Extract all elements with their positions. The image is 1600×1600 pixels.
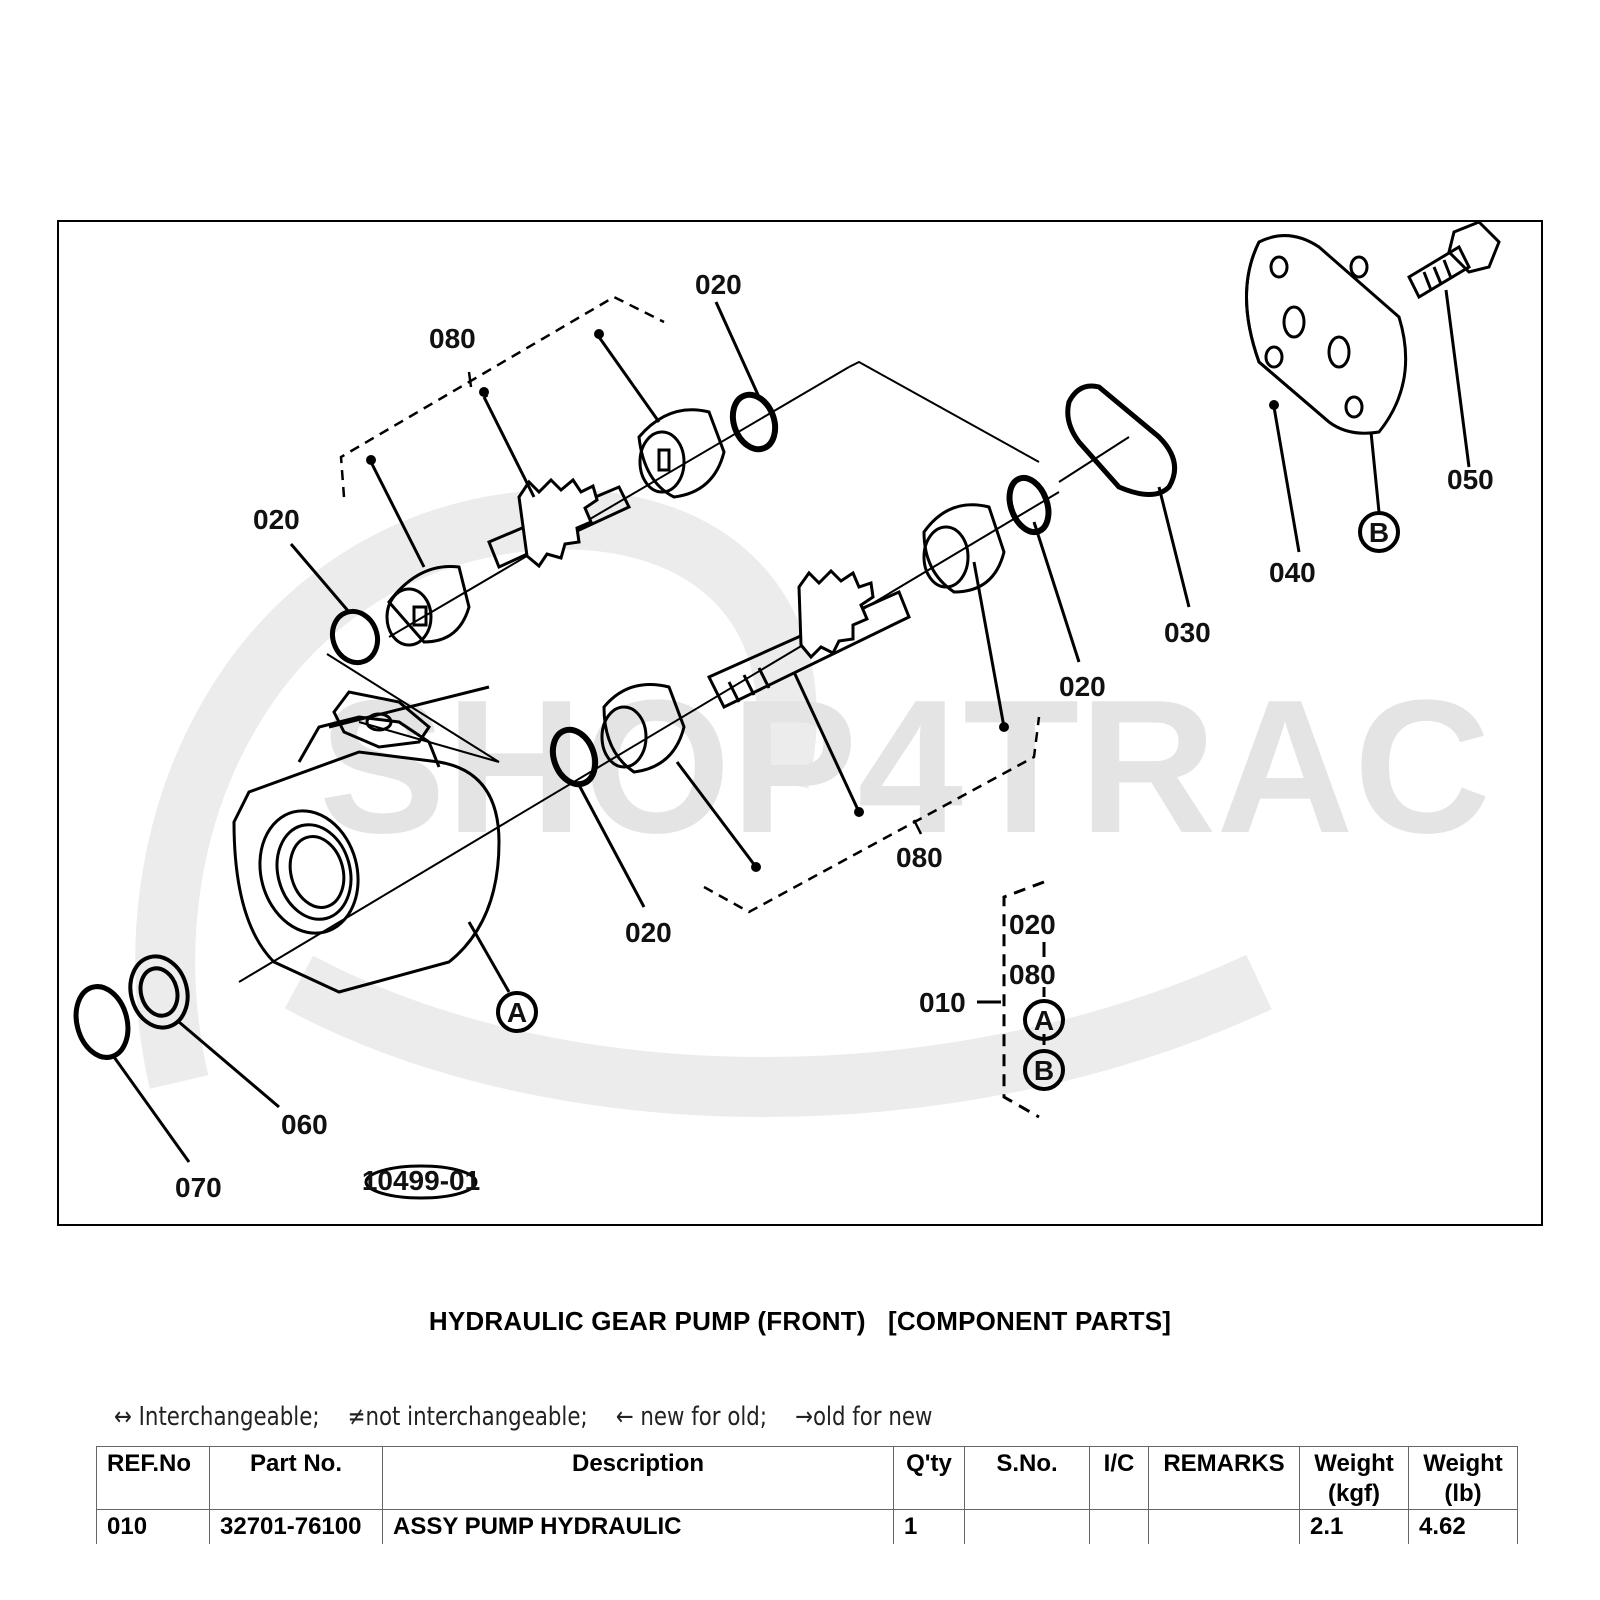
seal-ring-020-left — [329, 608, 381, 666]
legend-not-interchangeable: ≠not interchangeable; — [347, 1402, 588, 1432]
header-remarks: REMARKS — [1148, 1446, 1300, 1510]
parts-diagram: SHOP4TRAC — [57, 220, 1543, 1226]
seal-ring-020-right — [1006, 474, 1052, 536]
svg-text:A: A — [507, 997, 527, 1028]
callout-060: 060 — [281, 1109, 328, 1140]
bolt-050 — [1407, 222, 1501, 300]
cell-weight-kgf: 2.1 — [1299, 1509, 1409, 1544]
legend-new-for-old: ← new for old; — [615, 1402, 768, 1432]
table-header-row: REF.No Part No. Description Q'ty S.No. I… — [96, 1446, 1518, 1510]
callout-050: 050 — [1447, 464, 1494, 495]
bracket-010 — [1002, 880, 1045, 1119]
leader-lines — [112, 289, 1471, 1163]
bracket-080-top — [339, 295, 665, 498]
header-description: Description — [382, 1446, 894, 1510]
parts-table: REF.No Part No. Description Q'ty S.No. I… — [96, 1446, 1518, 1544]
interchangeability-legend: ↔ Interchangeable; ≠not interchangeable;… — [114, 1402, 954, 1432]
bushing-lower-right — [922, 503, 1006, 594]
header-weight-kgf-line2: (kgf) — [1328, 1480, 1380, 1507]
callout-020-left: 020 — [253, 504, 300, 535]
bracket-080-bottom — [703, 716, 1041, 914]
callout-080-top: 080 — [429, 323, 476, 354]
drawing-number-oval — [364, 1164, 478, 1200]
gear-shaft-upper — [487, 477, 632, 570]
bushing-lower-left — [600, 683, 686, 774]
cell-ic — [1089, 1509, 1149, 1544]
bracket-080-top-tick — [467, 371, 473, 388]
legend-old-for-new: →old for new — [795, 1402, 933, 1432]
svg-text:B: B — [1369, 517, 1389, 548]
cell-qty: 1 — [893, 1509, 965, 1544]
watermark-swoosh — [135, 489, 1272, 1117]
seal-ring-020-mid — [549, 726, 599, 788]
header-qty: Q'ty — [893, 1446, 965, 1510]
pump-cover — [1245, 234, 1408, 435]
cell-weight-lb: 4.62 — [1408, 1509, 1518, 1544]
leader-dots — [366, 329, 1279, 872]
header-weight-kgf: Weight (kgf) — [1299, 1446, 1409, 1510]
drive-gear-shaft — [706, 568, 911, 709]
header-weight-kgf-line1: Weight — [1314, 1450, 1394, 1477]
header-weight-lb-line1: Weight — [1423, 1450, 1503, 1477]
key-marker-b: B — [1023, 1049, 1065, 1091]
drawing-number: 10499-01 — [362, 1165, 480, 1196]
pump-housing — [232, 653, 501, 994]
key-marker-a: A — [1023, 999, 1065, 1041]
callout-030: 030 — [1164, 617, 1211, 648]
legend-interchangeable: ↔ Interchangeable; — [114, 1402, 320, 1432]
header-ic: I/C — [1089, 1446, 1149, 1510]
gasket-030 — [1065, 383, 1178, 497]
cell-description: ASSY PUMP HYDRAULIC — [382, 1509, 894, 1544]
header-ref-no: REF.No — [96, 1446, 210, 1510]
seal-ring-020-top — [729, 391, 779, 453]
callout-080-bottom: 080 — [896, 842, 943, 873]
callout-010: 010 — [919, 987, 966, 1018]
cell-ref-no: 010 — [96, 1509, 210, 1544]
drawing-lines — [73, 222, 1501, 1200]
header-part-no: Part No. — [209, 1446, 383, 1510]
svg-text:B: B — [1034, 1055, 1054, 1086]
header-serial-no: S.No. — [964, 1446, 1090, 1510]
cell-remarks — [1148, 1509, 1300, 1544]
watermark-text: SHOP4TRAC — [319, 661, 1491, 873]
oil-seal-060 — [128, 954, 190, 1030]
callout-020-top: 020 — [695, 269, 742, 300]
callout-040: 040 — [1269, 557, 1316, 588]
cell-part-no: 32701-76100 — [209, 1509, 383, 1544]
marker-b-cover: B — [1358, 511, 1400, 553]
callout-020-mid: 020 — [625, 917, 672, 948]
callout-070: 070 — [175, 1172, 222, 1203]
bushing-upper-right — [637, 408, 726, 499]
marker-a-housing: A — [496, 991, 538, 1033]
key-callout-080: 080 — [1009, 959, 1056, 990]
exploded-view-drawing: SHOP4TRAC — [73, 222, 1501, 1203]
callout-020-right: 020 — [1059, 671, 1106, 702]
bushing-upper-left — [385, 564, 471, 647]
svg-text:A: A — [1034, 1005, 1054, 1036]
table-row[interactable]: 010 32701-76100 ASSY PUMP HYDRAULIC 1 2.… — [96, 1509, 1518, 1544]
header-weight-lb: Weight (lb) — [1408, 1446, 1518, 1510]
snap-ring-070 — [73, 984, 131, 1060]
cell-serial-no — [964, 1509, 1090, 1544]
page-title: HYDRAULIC GEAR PUMP (FRONT) [COMPONENT P… — [428, 1306, 1172, 1336]
header-weight-lb-line2: (lb) — [1444, 1480, 1482, 1507]
key-callout-020: 020 — [1009, 909, 1056, 940]
